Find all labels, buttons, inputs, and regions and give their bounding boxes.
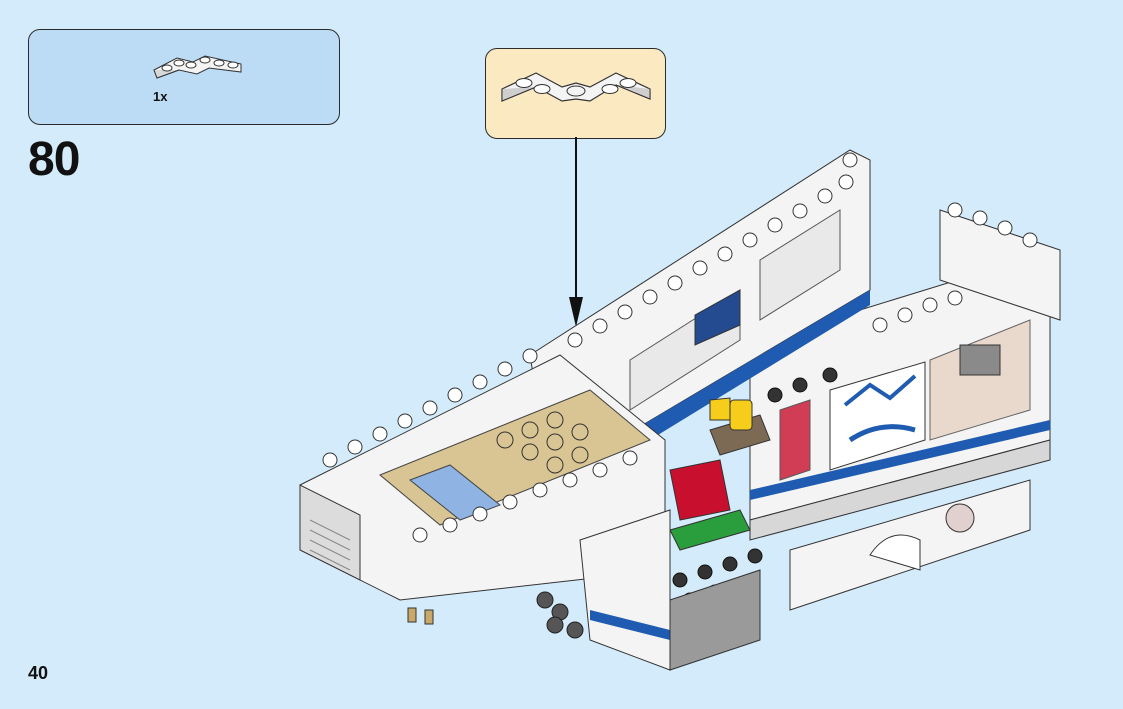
callout-box [485, 48, 666, 139]
camper-trailer-model-icon [299, 149, 1061, 671]
page-number: 40 [28, 663, 49, 683]
white-angled-plate-icon [501, 72, 651, 102]
parts-list-box: 1x [28, 29, 340, 125]
part-quantity: 1x [153, 89, 168, 104]
white-angled-plate-icon [153, 55, 242, 79]
step-number: 80 [28, 133, 80, 186]
down-arrow-icon [569, 137, 583, 327]
